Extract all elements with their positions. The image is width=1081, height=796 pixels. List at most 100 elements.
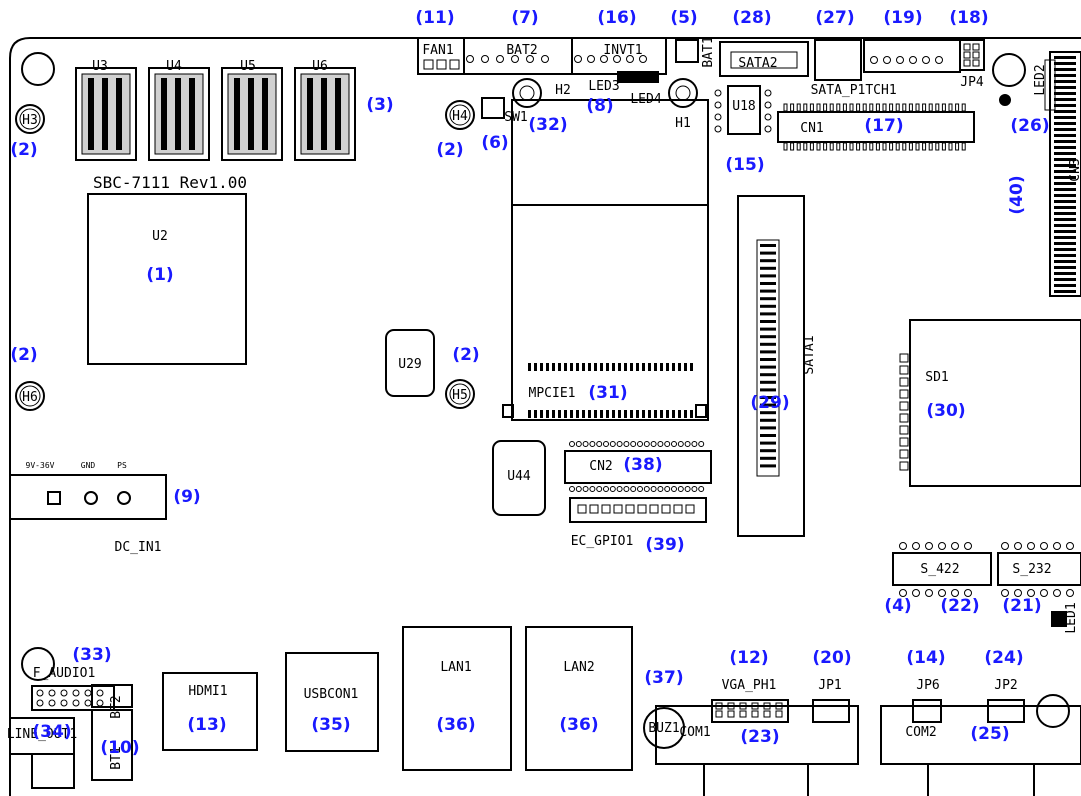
component-label-com1: COM1 <box>679 725 710 740</box>
callout-c4: (4) <box>884 596 911 616</box>
cn3-pin <box>1054 212 1076 215</box>
cn1-pin-top <box>941 103 946 112</box>
cn3-pin <box>1054 98 1076 101</box>
h1-inner <box>675 85 691 101</box>
callout-c28: (28) <box>732 8 771 28</box>
callout-c16: (16) <box>597 8 636 28</box>
f-audio1-pin <box>84 689 92 697</box>
s-232-pin-top <box>1040 542 1048 550</box>
component-label-hdmi1: HDMI1 <box>188 684 227 699</box>
jp1-header <box>812 699 850 723</box>
ec-gpio1-pin <box>625 504 635 514</box>
u2-cpu-outline <box>87 193 247 365</box>
corner-hole-com2 <box>1036 694 1070 728</box>
cn1-pin-top <box>961 103 966 112</box>
component-label-buz1: BUZ1 <box>648 721 679 736</box>
callout-c19: (19) <box>883 8 922 28</box>
callout-c20: (20) <box>812 648 851 668</box>
mpcie1-pin-bottom <box>546 410 549 418</box>
cn1-pin-bottom <box>889 142 894 151</box>
vga-ph1-pin <box>775 710 783 718</box>
component-label-com2: COM2 <box>905 725 936 740</box>
callout-c2b: (2) <box>436 140 463 160</box>
cn3-pin <box>1054 170 1076 173</box>
tch1-pin <box>883 56 891 64</box>
cn1-pin-bottom <box>809 142 814 151</box>
component-label-invt1: INVT1 <box>603 43 642 58</box>
u29-chip <box>385 329 435 397</box>
s-422-module <box>892 552 992 586</box>
cn1-pin-top <box>922 103 927 112</box>
component-label-jp1: JP1 <box>818 678 841 693</box>
u3-ball-row <box>88 78 94 150</box>
component-label-u18: U18 <box>732 99 755 114</box>
jp4-pin <box>963 59 971 67</box>
mpcie1-pin-bottom <box>582 410 585 418</box>
cn3-pin <box>1054 164 1076 167</box>
cn2-pin-top <box>630 441 637 447</box>
mpcie1-pin-top <box>684 363 687 371</box>
mpcie1-pin-bottom <box>678 410 681 418</box>
cn2-pin-top <box>698 441 705 447</box>
mpcie1-pin-bottom <box>600 410 603 418</box>
mpcie1-pin-bottom <box>612 410 615 418</box>
sata1-pin <box>760 335 776 339</box>
h4-outer <box>445 100 475 130</box>
vga-ph1-pin <box>763 710 771 718</box>
component-label-f-audio1: F_AUDIO1 <box>33 666 96 681</box>
sata1-pin <box>760 297 776 301</box>
f-audio1-pin <box>96 699 104 707</box>
cn1-pin-top <box>895 103 900 112</box>
f-audio1-pin <box>60 689 68 697</box>
mpcie1-pin-bottom <box>624 410 627 418</box>
cn3-pin <box>1054 104 1076 107</box>
sata1-inner <box>756 239 780 477</box>
mpcie1-pin-top <box>648 363 651 371</box>
cn1-pin-top <box>875 103 880 112</box>
component-label-sd1: SD1 <box>925 370 948 385</box>
cn2-pin-top <box>569 441 575 447</box>
callout-c7: (7) <box>511 8 538 28</box>
mpcie1-pin-bottom <box>636 410 639 418</box>
component-label-tch1: TCH1 <box>865 83 896 98</box>
cn1-pin-bottom <box>790 142 795 151</box>
bat2-pin <box>466 55 474 63</box>
s-422-pin-bottom <box>912 589 920 597</box>
bt1-header <box>91 709 133 781</box>
cn1-pin-bottom <box>935 142 940 151</box>
sata1-pin <box>760 441 776 445</box>
mpcie1-pin-bottom <box>630 410 633 418</box>
cn1-pin-bottom <box>875 142 880 151</box>
sata1-pin <box>760 426 776 430</box>
h6-outer <box>15 381 45 411</box>
cn1-pin-bottom <box>862 142 867 151</box>
callout-c22: (22) <box>940 596 979 616</box>
cn1-pin-top <box>849 103 854 112</box>
cn3-pin <box>1054 242 1076 245</box>
component-label-sata1: SATA1 <box>802 335 817 374</box>
vga-ph1-pin <box>715 710 723 718</box>
sata1-pin <box>760 350 776 354</box>
lan1-port <box>402 626 512 771</box>
sata1-pin <box>760 380 776 384</box>
line-out1-body <box>31 753 75 789</box>
cn3-pin <box>1054 62 1076 65</box>
s-422-pin-top <box>925 542 933 550</box>
component-label-u5: U5 <box>240 59 256 74</box>
cn2-pin-top <box>657 441 664 447</box>
mpcie1-pin-top <box>588 363 591 371</box>
sata1-pin <box>760 251 776 255</box>
cn1-pin-top <box>803 103 808 112</box>
h5-outer <box>445 379 475 409</box>
bat2-pin <box>511 55 519 63</box>
cn2-pin-bottom <box>575 486 582 492</box>
u18-pin-left <box>714 101 722 109</box>
callout-c25: (25) <box>970 724 1009 744</box>
sw1-switch <box>481 97 505 119</box>
h3-inner <box>19 108 41 130</box>
callout-c2d: (2) <box>452 345 479 365</box>
cn1-pin-top <box>816 103 821 112</box>
cn3-pin <box>1054 86 1076 89</box>
cn1-pin-bottom <box>823 142 828 151</box>
cn2-pin-bottom <box>671 486 677 492</box>
